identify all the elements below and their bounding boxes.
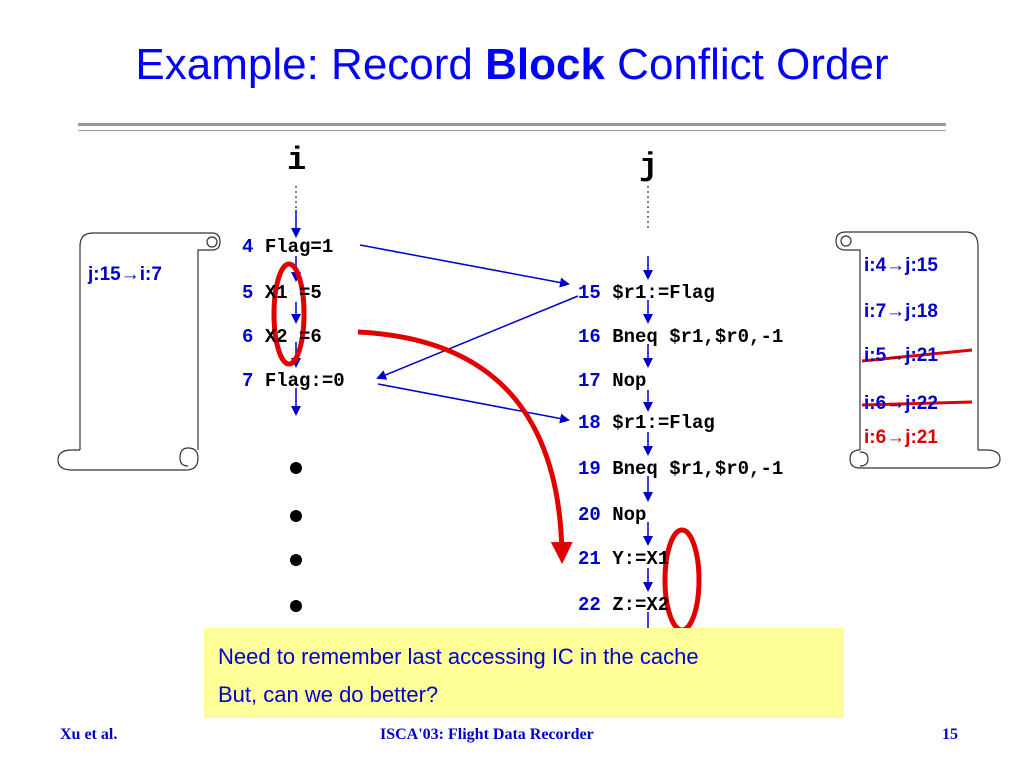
instruction: Nop xyxy=(612,370,647,392)
highlight-oval-x1-x2 xyxy=(271,261,307,367)
right-log-entry-struck: i:5→j:21 xyxy=(864,345,938,366)
title-divider-thin xyxy=(78,130,946,131)
line-number: 16 xyxy=(578,326,601,348)
title-prefix: Example: Record xyxy=(135,40,486,89)
line-number: 6 xyxy=(242,326,254,348)
thread-j-line: 20 Nop xyxy=(578,504,646,526)
line-number: 19 xyxy=(578,458,601,480)
thread-i-line: 5 X1 =5 xyxy=(242,282,322,304)
right-log-entry: i:7→j:18 xyxy=(864,301,938,322)
thread-j-line: 15 $r1:=Flag xyxy=(578,282,715,304)
line-number: 22 xyxy=(578,594,601,616)
line-number: 21 xyxy=(578,548,601,570)
strike-entry-3 xyxy=(861,348,973,363)
thread-i-line: 4 Flag=1 xyxy=(242,236,333,258)
instruction: Y:=X1 xyxy=(612,548,670,570)
footer-author: Xu et al. xyxy=(60,726,118,743)
line-number: 7 xyxy=(242,370,254,392)
line-number: 5 xyxy=(242,282,254,304)
line-number: 15 xyxy=(578,282,601,304)
right-log-scroll xyxy=(835,231,1001,469)
instruction: Z:=X2 xyxy=(612,594,670,616)
strike-entry-4 xyxy=(861,400,973,407)
footer-page-number: 15 xyxy=(942,726,958,743)
thread-j-line: 19 Bneq $r1,$r0,-1 xyxy=(578,458,783,480)
thread-j-label: j xyxy=(639,148,659,185)
left-log-scroll xyxy=(57,232,221,471)
note-line-2: But, can we do better? xyxy=(218,682,439,707)
right-log-entry-highlight: i:6→j:21 xyxy=(864,427,938,448)
thread-j-line: 22 Z:=X2 xyxy=(578,594,669,616)
instruction: $r1:=Flag xyxy=(612,282,715,304)
instruction: X2 =6 xyxy=(264,326,322,348)
thread-i-line: 7 Flag:=0 xyxy=(242,370,345,392)
thread-j-line: 21 Y:=X1 xyxy=(578,548,669,570)
title-bold: Block xyxy=(485,40,605,89)
thread-j-line: 17 Nop xyxy=(578,370,646,392)
callout-note: Need to remember last accessing IC in th… xyxy=(204,628,844,718)
thread-i-line: 6 X2 =6 xyxy=(242,326,322,348)
note-line-1: Need to remember last accessing IC in th… xyxy=(218,644,699,669)
left-log-entry: j:15→i:7 xyxy=(88,264,162,285)
right-log-entry-struck: i:6→j:22 xyxy=(864,393,938,414)
instruction: Nop xyxy=(612,504,647,526)
thread-j-line: 16 Bneq $r1,$r0,-1 xyxy=(578,326,783,348)
line-number: 17 xyxy=(578,370,601,392)
line-number: 18 xyxy=(578,412,601,434)
line-number: 20 xyxy=(578,504,601,526)
dependency-arrows xyxy=(359,244,579,424)
footer-venue: ISCA'03: Flight Data Recorder xyxy=(380,726,594,743)
thread-i-label: i xyxy=(287,142,307,179)
right-log-entry: i:4→j:15 xyxy=(864,255,938,276)
instruction: X1 =5 xyxy=(264,282,322,304)
ellipsis-dots xyxy=(290,462,302,612)
thread-j-line: 18 $r1:=Flag xyxy=(578,412,715,434)
conflict-arrow xyxy=(357,329,573,564)
page-title: Example: Record Block Conflict Order xyxy=(0,40,1024,90)
instruction: Bneq $r1,$r0,-1 xyxy=(612,458,784,480)
instruction: $r1:=Flag xyxy=(612,412,715,434)
title-divider xyxy=(78,123,946,126)
title-suffix: Conflict Order xyxy=(604,40,889,89)
instruction: Flag=1 xyxy=(264,236,334,258)
line-number: 4 xyxy=(242,236,254,258)
instruction: Flag:=0 xyxy=(264,370,345,392)
instruction: Bneq $r1,$r0,-1 xyxy=(612,326,784,348)
highlight-oval-y-z xyxy=(662,527,702,633)
